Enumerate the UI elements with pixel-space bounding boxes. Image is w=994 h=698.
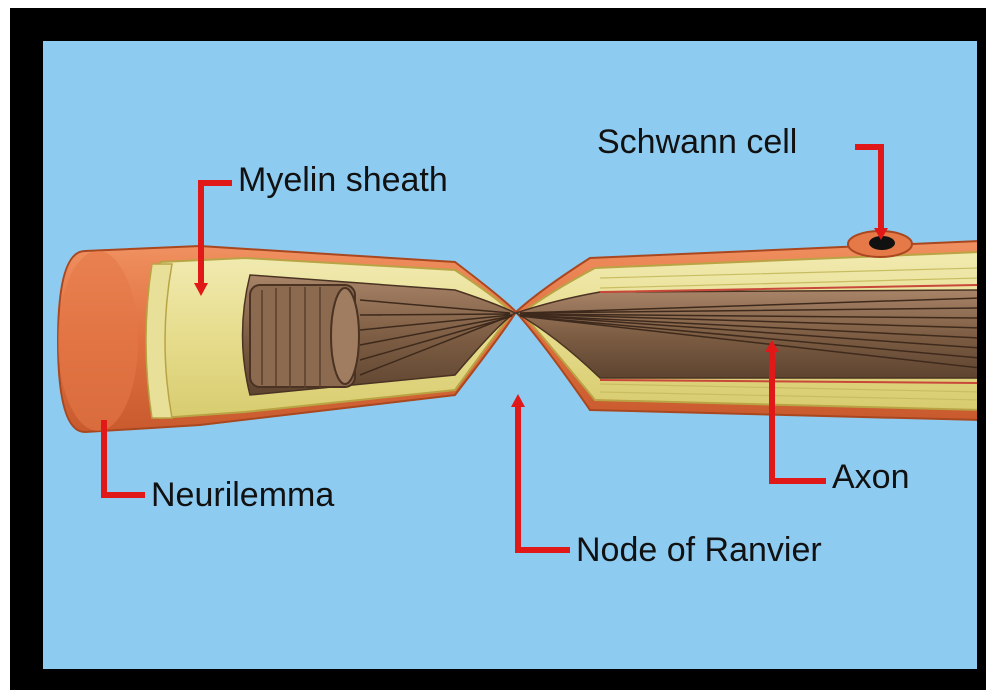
node-leader-line [518, 405, 570, 550]
node-arrowhead [511, 394, 525, 407]
axon-label: Axon [832, 460, 910, 494]
neurilemma-label: Neurilemma [151, 478, 334, 512]
node-of-ranvier-label: Node of Ranvier [576, 533, 822, 567]
schwann-leader-line [855, 147, 881, 230]
myelin-sheath-label: Myelin sheath [238, 163, 448, 197]
schwann-cell-label: Schwann cell [597, 125, 797, 159]
